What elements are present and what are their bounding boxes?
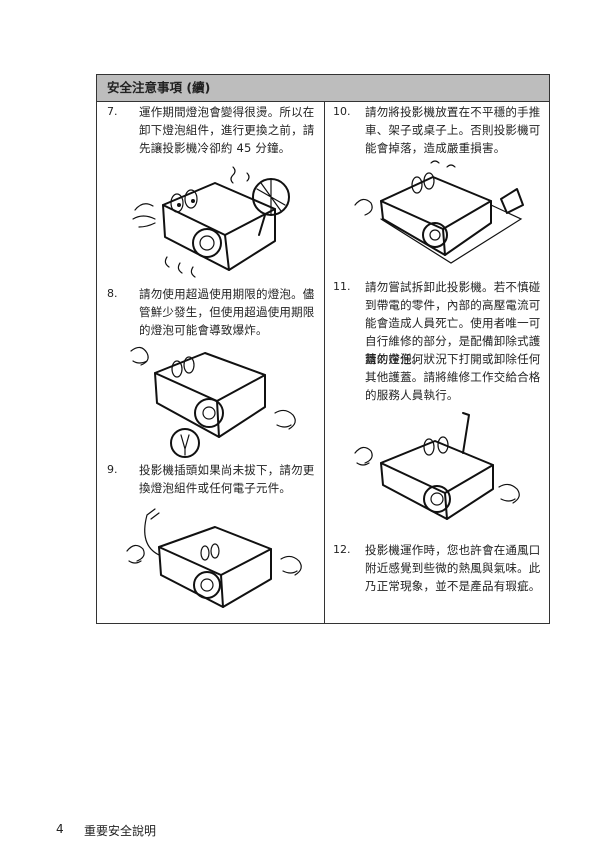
item-8: 8. 請勿使用超過使用期限的燈泡。儘管鮮少發生，但使用超過使用期限的燈泡可能會導… xyxy=(107,285,317,345)
hot-lamp-illustration xyxy=(125,166,310,284)
page-number: 4 xyxy=(56,822,64,836)
item-12: 12. 投影機運作時，您也許會在通風口附近感覺到些微的熱風與氣味。此乃正常現象，… xyxy=(333,541,545,613)
exploding-lamp-illustration xyxy=(125,339,310,468)
item-text: 請勿使用超過使用期限的燈泡。儘管鮮少發生，但使用超過使用期限的燈泡可能會導致爆炸… xyxy=(139,287,315,337)
item-text-2: 請勿在任何狀況下打開或卸除任何其他護蓋。請將維修工作交給合格的服務人員執行。 xyxy=(365,352,541,402)
footer-title: 重要安全說明 xyxy=(84,824,157,838)
item-number: 7. xyxy=(107,105,118,118)
disassembly-illustration xyxy=(351,412,536,532)
section-header: 安全注意事項 (續) xyxy=(97,75,549,102)
item-number: 9. xyxy=(107,463,118,476)
item-7: 7. 運作期間燈泡會變得很燙。所以在卸下燈泡組件，進行更換之前，請先讓投影機冷卻… xyxy=(107,103,317,183)
item-number: 11. xyxy=(333,280,351,293)
safety-table: 安全注意事項 (續) 7. 運作期間燈泡會變得很燙。所以在卸下燈泡組件，進行更換… xyxy=(96,74,550,624)
item-text: 請勿嘗試拆卸此投影機。若不慎碰到帶電的零件，內部的高壓電流可能會造成人員死亡。使… xyxy=(365,280,541,366)
item-9: 9. 投影機插頭如果尚未拔下，請勿更換燈泡組件或任何電子元件。 xyxy=(107,461,317,501)
item-text: 運作期間燈泡會變得很燙。所以在卸下燈泡組件，進行更換之前，請先讓投影機冷卻約 4… xyxy=(139,105,315,155)
item-number: 12. xyxy=(333,543,351,556)
column-divider xyxy=(324,102,325,623)
item-number: 10. xyxy=(333,105,351,118)
item-number: 8. xyxy=(107,287,118,300)
unplug-illustration xyxy=(125,503,310,612)
unstable-surface-illustration xyxy=(351,159,536,268)
item-text: 請勿將投影機放置在不平穩的手推車、架子或桌子上。否則投影機可能會掉落，造成嚴重損… xyxy=(365,105,541,155)
item-text: 投影機運作時，您也許會在通風口附近感覺到些微的熱風與氣味。此乃正常現象，並不是產… xyxy=(365,543,541,593)
item-10: 10. 請勿將投影機放置在不平穩的手推車、架子或桌子上。否則投影機可能會掉落，造… xyxy=(333,103,545,163)
item-11: 11. 請勿嘗試拆卸此投影機。若不慎碰到帶電的零件，內部的高壓電流可能會造成人員… xyxy=(333,278,545,408)
item-text: 投影機插頭如果尚未拔下，請勿更換燈泡組件或任何電子元件。 xyxy=(139,463,315,495)
